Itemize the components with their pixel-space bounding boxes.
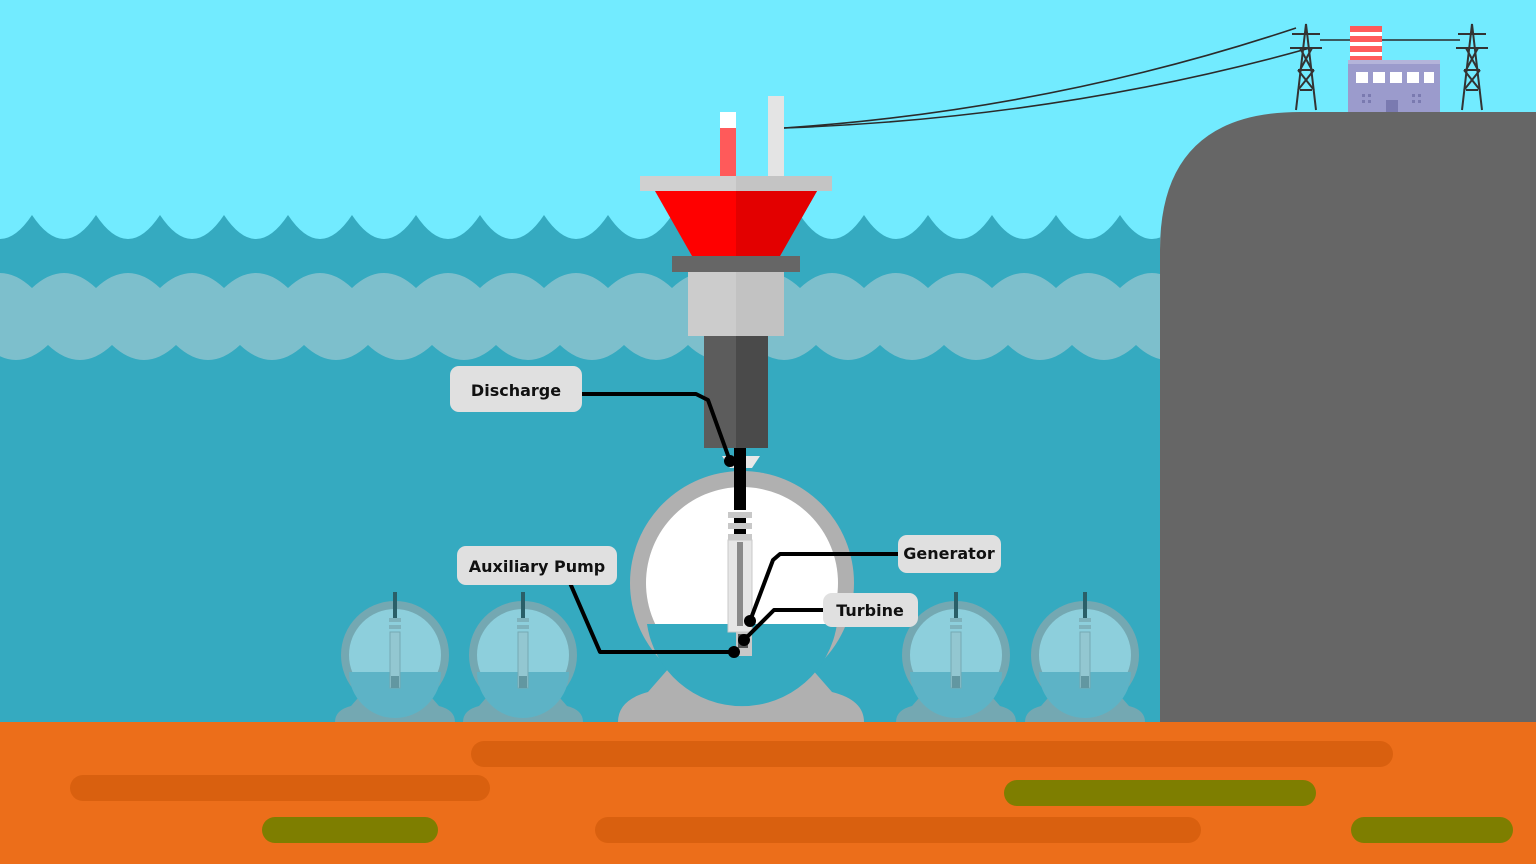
- pump-unit-icon: [896, 592, 1016, 722]
- discharge-label: Discharge: [450, 366, 582, 412]
- cliff: [1160, 112, 1536, 735]
- auxiliary-pump-label: Auxiliary Pump: [457, 546, 617, 585]
- drive-shaft: [734, 448, 746, 510]
- sea-surface-waves: [0, 213, 1160, 239]
- pylon-icon: [1290, 23, 1322, 111]
- svg-text:Auxiliary Pump: Auxiliary Pump: [469, 557, 605, 576]
- svg-text:Discharge: Discharge: [471, 381, 561, 400]
- wave-band: [0, 273, 1160, 360]
- background-pump-units: [335, 592, 1145, 722]
- factory-icon: [1348, 26, 1440, 112]
- chamber-water: [647, 624, 837, 707]
- svg-text:Turbine: Turbine: [836, 601, 904, 620]
- power-lines: [783, 27, 1460, 129]
- pump-unit-icon: [335, 592, 455, 722]
- pump-unit-icon: [1025, 592, 1145, 722]
- auxiliary-pump-marker: [728, 646, 740, 658]
- seabed-strata: [70, 741, 1513, 843]
- vent-pipe-white: [768, 96, 784, 176]
- generator-marker: [744, 615, 756, 627]
- funnel-collar: [672, 256, 800, 272]
- discharge-marker: [724, 455, 736, 467]
- turbine-label: Turbine: [823, 593, 918, 627]
- generator-label: Generator: [898, 535, 1001, 573]
- leader-lines: [568, 392, 900, 654]
- pump-unit-icon: [463, 592, 583, 722]
- turbine-marker: [738, 634, 750, 646]
- svg-text:Generator: Generator: [903, 544, 995, 563]
- pylon-icon: [1456, 23, 1488, 111]
